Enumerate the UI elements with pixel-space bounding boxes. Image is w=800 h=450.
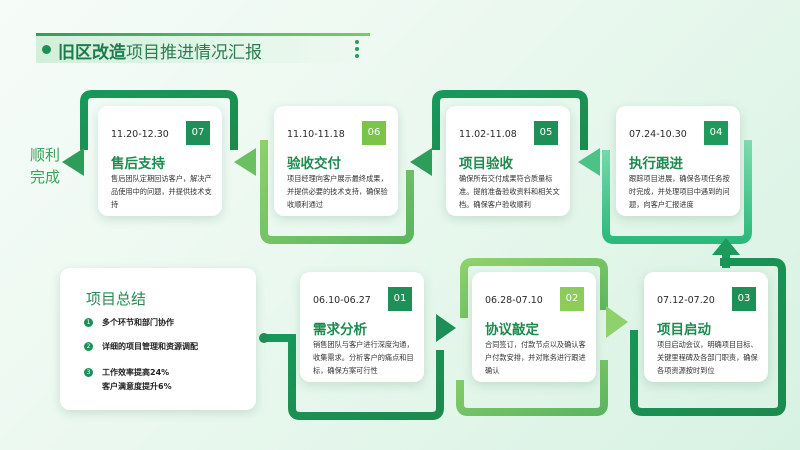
step-number-badge: 07 xyxy=(186,121,210,145)
summary-panel: 项目总结 1 多个环节和部门协作 2 详细的项目管理和资源调配 3 工作效率提高… xyxy=(60,268,256,410)
summary-item-text-2: 客户满意度提升6% xyxy=(102,382,172,391)
step-date: 07.24-10.30 xyxy=(629,129,687,140)
done-label: 顺利完成 xyxy=(30,146,61,186)
step-description: 跟踪项目进展，确保各项任务按时完成，并处理项目中遇到的问题，向客户汇报进度 xyxy=(629,174,730,209)
step-title: 需求分析 xyxy=(313,322,367,338)
step-number-badge: 01 xyxy=(388,287,412,311)
summary-number-badge: 2 xyxy=(84,342,93,351)
step-description: 合同签订，付款节点以及确认客户付款安排，并对账务进行跟进确认 xyxy=(485,340,586,375)
step-date: 11.10-11.18 xyxy=(287,129,345,140)
step-date: 11.02-11.08 xyxy=(459,129,517,140)
start-dot xyxy=(259,333,269,343)
step-card-04: 07.24-10.30 04 执行跟进 跟踪项目进展，确保各项任务按时完成，并处… xyxy=(616,106,740,216)
step-card-06: 11.10-11.18 06 验收交付 项目经理向客户展示最终成果，并提供必要的… xyxy=(274,106,398,216)
step-card-05: 11.02-11.08 05 项目验收 确保所有交付成果符合质量标准。提前准备验… xyxy=(446,106,570,216)
step-card-07: 11.20-12.30 07 售后支持 售后团队定期回访客户，解决产品使用中的问… xyxy=(98,106,222,216)
page-title-main: 旧区改造 xyxy=(58,43,126,63)
step-date: 07.12-07.20 xyxy=(657,295,715,306)
connector-02 xyxy=(460,258,608,318)
arrow-02-to-03 xyxy=(606,306,628,338)
step-title: 协议敲定 xyxy=(485,322,539,338)
step-card-01: 06.10-06.27 01 需求分析 销售团队与客户进行深度沟通，收集需求。分… xyxy=(300,272,424,382)
title-bar: 旧区改造项目推进情况汇报 xyxy=(36,33,370,63)
connector-06 xyxy=(260,140,414,244)
step-date: 06.10-06.27 xyxy=(313,295,371,306)
summary-title: 项目总结 xyxy=(86,290,147,308)
step-card-02: 06.28-07.10 02 协议敲定 合同签订，付款节点以及确认客户付款安排，… xyxy=(472,272,596,382)
summary-item-text: 详细的项目管理和资源调配 xyxy=(102,342,198,351)
step-number-badge: 04 xyxy=(704,121,728,145)
step-title: 项目启动 xyxy=(657,322,711,338)
step-description: 确保所有交付成果符合质量标准。提前准备验收资料和相关文档。确保客户验收顺利 xyxy=(459,174,560,209)
bullet-dot-icon xyxy=(42,45,51,54)
more-dots-icon xyxy=(355,40,361,61)
summary-item-text: 工作效率提高24% xyxy=(102,368,170,377)
arrow-06-to-07 xyxy=(234,148,256,176)
arrow-01-to-02 xyxy=(436,314,456,342)
step-title: 执行跟进 xyxy=(629,156,683,172)
step-date: 06.28-07.10 xyxy=(485,295,543,306)
step-description: 项目经理向客户展示最终成果，并提供必要的技术支持，确保验收顺利通过 xyxy=(287,174,388,209)
summary-number-badge: 3 xyxy=(84,368,93,377)
step-title: 售后支持 xyxy=(111,156,165,172)
connector-07 xyxy=(80,90,238,150)
title-accent-line xyxy=(36,33,370,36)
arrow-04-to-05 xyxy=(578,148,600,176)
step-number-badge: 03 xyxy=(732,287,756,311)
step-number-badge: 06 xyxy=(362,121,386,145)
arrow-05-to-06 xyxy=(410,148,432,176)
connector-03 xyxy=(630,258,786,416)
connector-05 xyxy=(432,90,588,150)
connector-summary-01 xyxy=(264,334,444,420)
step-description: 项目启动会议，明确项目目标、关键里程碑及各部门职责，确保各项资源按时到位 xyxy=(657,340,758,375)
connector-02-bottom xyxy=(456,360,608,416)
step-date: 11.20-12.30 xyxy=(111,129,169,140)
step-number-badge: 05 xyxy=(534,121,558,145)
step-title: 验收交付 xyxy=(287,156,341,172)
step-title: 项目验收 xyxy=(459,156,513,172)
page-title-sub: 项目推进情况汇报 xyxy=(126,43,262,63)
step-number-badge: 02 xyxy=(560,287,584,311)
arrow-left-done xyxy=(62,148,84,176)
arrow-03-to-04 xyxy=(712,238,740,255)
step-description: 销售团队与客户进行深度沟通，收集需求。分析客户的痛点和目标，确保方案可行性 xyxy=(313,340,414,375)
page-title: 旧区改造项目推进情况汇报 xyxy=(58,38,262,63)
connector-04 xyxy=(602,140,752,244)
summary-number-badge: 1 xyxy=(84,318,93,327)
step-description: 售后团队定期回访客户，解决产品使用中的问题，并提供技术支持 xyxy=(111,174,212,209)
summary-item-text: 多个环节和部门协作 xyxy=(102,318,174,327)
step-card-03: 07.12-07.20 03 项目启动 项目启动会议，明确项目目标、关键里程碑及… xyxy=(644,272,768,382)
